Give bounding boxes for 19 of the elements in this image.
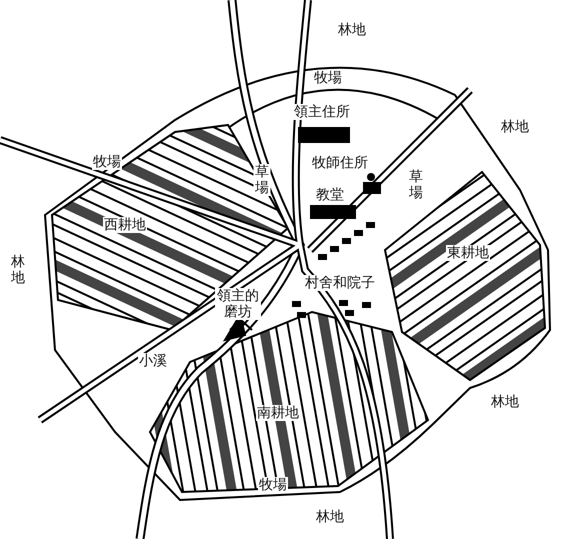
area-label: 牧師住所 [311, 155, 369, 171]
area-label: 領主的磨坊 [215, 288, 261, 320]
area-label: 牧場 [313, 70, 343, 86]
area-label: 西耕地 [103, 217, 147, 233]
area-label: 林地 [337, 22, 367, 38]
area-label: 領主住所 [293, 104, 351, 120]
area-label: 牧場 [92, 154, 122, 170]
area-label: 教堂 [315, 187, 345, 203]
area-label: 村舍和院子 [304, 275, 376, 291]
area-label: 草場 [408, 169, 424, 201]
area-label: 東耕地 [446, 245, 490, 261]
area-label: 林地 [500, 119, 530, 135]
area-label: 小溪 [138, 353, 168, 369]
area-label: 林地 [490, 394, 520, 410]
area-label: 牧場 [258, 477, 288, 493]
area-label: 林地 [315, 509, 345, 525]
area-label: 林地 [10, 254, 26, 286]
area-label: 草場 [254, 164, 270, 196]
area-label: 南耕地 [256, 405, 300, 421]
